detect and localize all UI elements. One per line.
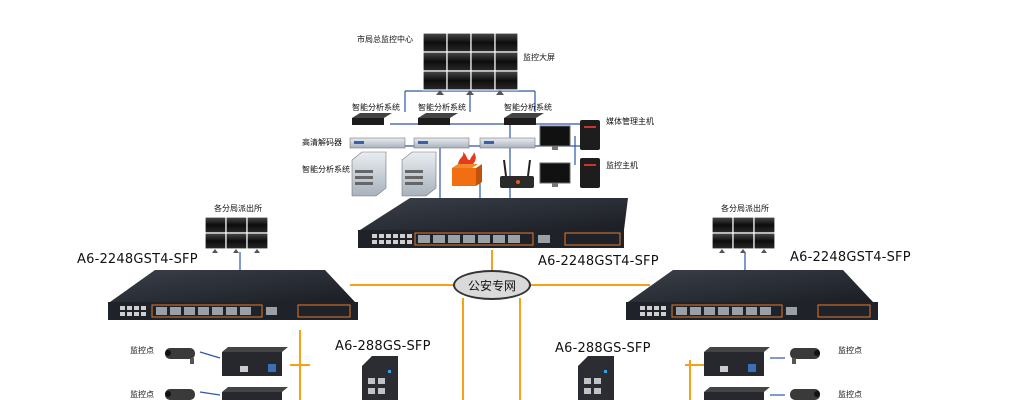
right-point-label-1: 监控点 [838, 346, 862, 355]
right-media-converters [704, 347, 770, 400]
right-cameras [790, 348, 820, 400]
left-branch-title: 各分局派出所 [214, 204, 262, 213]
storage-label: 智能分析系统 [302, 165, 350, 174]
center-video-wall [422, 32, 519, 95]
router-icon [500, 159, 534, 188]
left-video-wall [204, 216, 269, 253]
monitor-host-label: 监控主机 [606, 161, 638, 170]
right-point-label-2: 监控点 [838, 390, 862, 399]
media-workstation [539, 120, 600, 150]
right-video-wall [711, 216, 776, 253]
right-branch-title: 各分局派出所 [721, 204, 769, 213]
trunk-links [290, 250, 705, 400]
video-wall-label: 监控大屏 [523, 53, 555, 62]
left-edge-switch [362, 356, 398, 400]
left-edge-switch-model: A6-288GS-SFP [335, 339, 431, 354]
analysis-system-label-2: 智能分析系统 [418, 103, 466, 112]
decoder-units [349, 137, 536, 149]
right-branch-switch [626, 270, 878, 320]
left-media-converters [222, 347, 288, 400]
core-switch [358, 198, 628, 248]
right-edge-switch-model: A6-288GS-SFP [555, 341, 651, 356]
firewall-icon [452, 152, 482, 186]
analysis-system-label-3: 智能分析系统 [504, 103, 552, 112]
left-point-label-1: 监控点 [130, 346, 154, 355]
storage-arrays [351, 151, 437, 197]
media-server-label: 媒体管理主机 [606, 117, 654, 126]
core-switch-model: A6-2248GST4-SFP [538, 254, 659, 269]
police-network-label: 公安专网 [453, 270, 531, 300]
right-edge-switch [578, 356, 614, 400]
left-point-label-2: 监控点 [130, 390, 154, 399]
center-title: 市局总监控中心 [357, 35, 413, 44]
left-switch-model: A6-2248GST4-SFP [77, 252, 198, 267]
analysis-servers [352, 113, 544, 125]
right-switch-model: A6-2248GST4-SFP [790, 250, 911, 265]
decoder-label: 高清解码器 [302, 138, 342, 147]
analysis-system-label-1: 智能分析系统 [352, 103, 400, 112]
monitor-workstation [539, 158, 600, 188]
left-branch-switch [108, 270, 358, 320]
left-cameras [165, 348, 195, 400]
